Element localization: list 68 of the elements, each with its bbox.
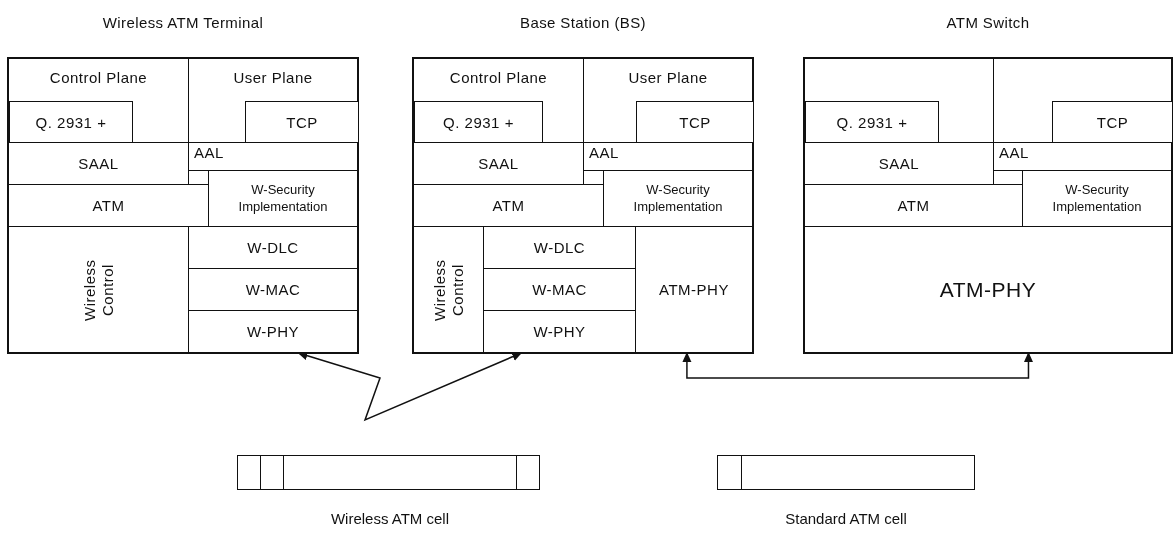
layer-label: TCP bbox=[286, 114, 318, 131]
layer-box bbox=[804, 58, 994, 143]
layer-label: W-DLC bbox=[533, 239, 586, 256]
layer-label: Control Plane bbox=[49, 69, 148, 86]
double-arrow bbox=[682, 352, 1033, 379]
double-arrow bbox=[297, 351, 523, 422]
layer-label: ATM-PHY bbox=[659, 281, 729, 298]
layer-box bbox=[188, 310, 358, 353]
layer-label: Control Plane bbox=[449, 69, 548, 86]
layer-box bbox=[413, 226, 484, 353]
layer-box bbox=[414, 101, 543, 144]
layer-box bbox=[636, 101, 754, 144]
layer-label: W-PHY bbox=[533, 323, 586, 340]
layer-label: W-MAC bbox=[245, 281, 301, 298]
layer-box bbox=[1052, 101, 1173, 144]
layer-box bbox=[208, 170, 358, 227]
layer-label: W-MAC bbox=[532, 281, 587, 298]
layer-box bbox=[9, 101, 133, 144]
layer-box bbox=[1022, 170, 1172, 227]
layer-label: Wireless Control bbox=[430, 257, 467, 323]
layer-box bbox=[8, 142, 189, 185]
layer-box bbox=[804, 184, 1023, 227]
layer-box bbox=[188, 58, 358, 143]
layer-label: W-Security Implementation bbox=[1051, 182, 1143, 215]
layer-box bbox=[583, 142, 753, 171]
stack-title: Wireless ATM Terminal bbox=[101, 14, 265, 31]
layer-box bbox=[805, 101, 939, 144]
layer-box bbox=[993, 142, 1172, 171]
layer-box bbox=[993, 58, 1172, 143]
layer-label: TCP bbox=[679, 114, 711, 131]
layer-label: SAAL bbox=[478, 155, 519, 172]
layer-label: Wireless Control bbox=[80, 257, 117, 323]
layer-label: SAAL bbox=[78, 155, 119, 172]
layer-box bbox=[583, 58, 753, 143]
layer-label: ATM bbox=[92, 197, 125, 214]
layer-label: User Plane bbox=[233, 69, 313, 86]
layer-box bbox=[8, 226, 189, 353]
layer-label: W-DLC bbox=[247, 239, 299, 256]
layer-label: W-PHY bbox=[246, 323, 300, 340]
layer-label: AAL bbox=[999, 144, 1029, 161]
stack-title: ATM Switch bbox=[945, 14, 1031, 31]
layer-box bbox=[8, 58, 189, 143]
layer-box bbox=[804, 226, 1172, 353]
layer-label: W-Security Implementation bbox=[632, 182, 724, 215]
layer-label: Q. 2931 + bbox=[35, 114, 107, 131]
layer-label: ATM bbox=[897, 197, 930, 214]
layer-box bbox=[8, 184, 209, 227]
layer-label: W-Security Implementation bbox=[237, 182, 329, 215]
layer-box bbox=[413, 58, 584, 143]
layer-box bbox=[413, 184, 604, 227]
layer-box bbox=[413, 142, 584, 185]
cell-caption: Wireless ATM cell bbox=[329, 510, 451, 527]
cell-caption: Standard ATM cell bbox=[784, 510, 908, 527]
stack-title: Base Station (BS) bbox=[519, 14, 647, 31]
layer-box bbox=[188, 142, 358, 171]
layer-label: Q. 2931 + bbox=[443, 114, 514, 131]
layer-box bbox=[245, 101, 359, 144]
layer-label: SAAL bbox=[878, 155, 920, 172]
layer-label: User Plane bbox=[628, 69, 708, 86]
layer-label: Q. 2931 + bbox=[836, 114, 908, 131]
layer-label: ATM bbox=[492, 197, 525, 214]
layer-box bbox=[603, 170, 753, 227]
layer-label: AAL bbox=[589, 144, 619, 161]
layer-label: ATM-PHY bbox=[939, 277, 1037, 302]
layer-box bbox=[635, 226, 753, 353]
layer-box bbox=[804, 142, 994, 185]
layer-label: TCP bbox=[1096, 114, 1129, 131]
layer-label: AAL bbox=[194, 144, 224, 161]
